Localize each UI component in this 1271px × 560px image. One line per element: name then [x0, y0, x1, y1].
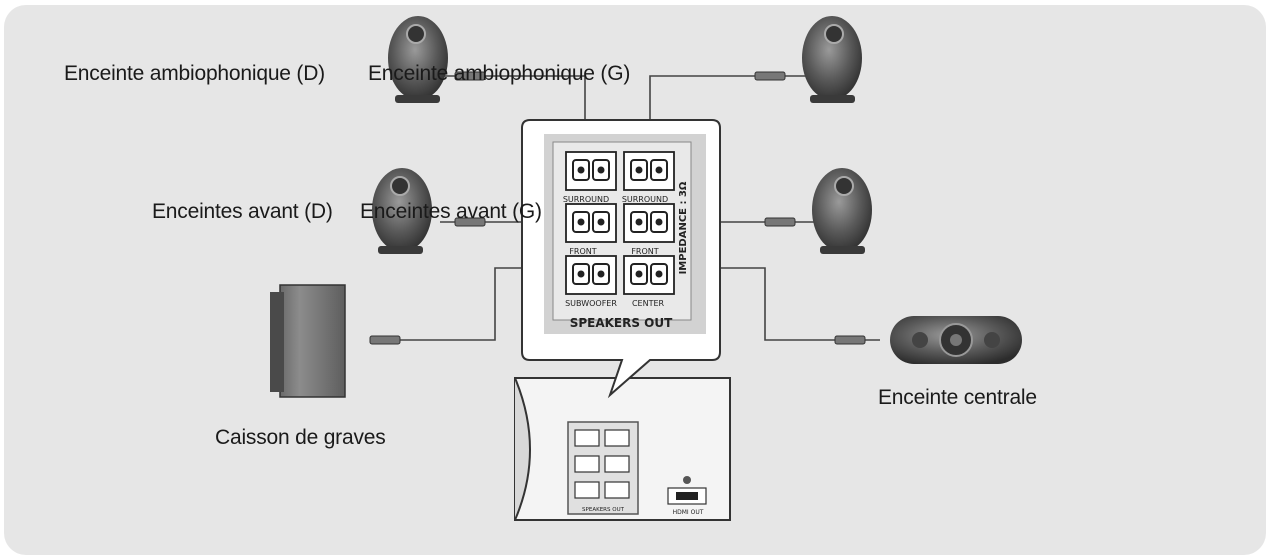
- terminal-label-front-r: FRONT: [569, 247, 596, 256]
- terminal-center: [623, 255, 675, 295]
- label-front-left: Enceintes avant (G): [360, 200, 542, 223]
- terminal-surround-l: [623, 151, 675, 191]
- terminal-surround-r: [565, 151, 617, 191]
- receiver-hdmi-label: HDMI OUT: [673, 509, 704, 516]
- subwoofer-box: [270, 284, 346, 398]
- speaker-front-left: [812, 168, 872, 254]
- panel-impedance: IMPEDANCE : 3Ω: [678, 181, 689, 274]
- label-surround-left: Enceinte ambiophonique (G): [368, 62, 631, 85]
- callout-panel: [521, 119, 721, 399]
- speaker-center: [890, 316, 1022, 364]
- panel-title: SPEAKERS OUT: [570, 316, 673, 330]
- label-subwoofer: Caisson de graves: [215, 426, 386, 449]
- terminal-front-r: [565, 203, 617, 243]
- terminal-label-surround-l: SURROUND: [622, 195, 668, 204]
- terminal-front-l: [623, 203, 675, 243]
- terminal-label-front-l: FRONT: [631, 247, 658, 256]
- speaker-surround-right: [388, 16, 448, 103]
- wire-connectors: [369, 71, 866, 345]
- terminal-blocks: [565, 151, 675, 295]
- label-front-right: Enceintes avant (D): [152, 200, 333, 223]
- receiver-speakers-out-label: SPEAKERS OUT: [582, 507, 625, 513]
- label-center-speaker: Enceinte centrale: [878, 386, 1037, 409]
- receiver-body: [514, 377, 731, 521]
- terminal-subwoofer: [565, 255, 617, 295]
- terminal-label-surround-r: SURROUND: [563, 195, 609, 204]
- terminal-label-subwoofer: SUBWOOFER: [565, 299, 617, 308]
- label-surround-right: Enceinte ambiophonique (D): [64, 62, 325, 85]
- terminal-label-center: CENTER: [632, 299, 665, 308]
- speaker-front-right: [372, 168, 432, 254]
- speaker-surround-left: [802, 16, 862, 103]
